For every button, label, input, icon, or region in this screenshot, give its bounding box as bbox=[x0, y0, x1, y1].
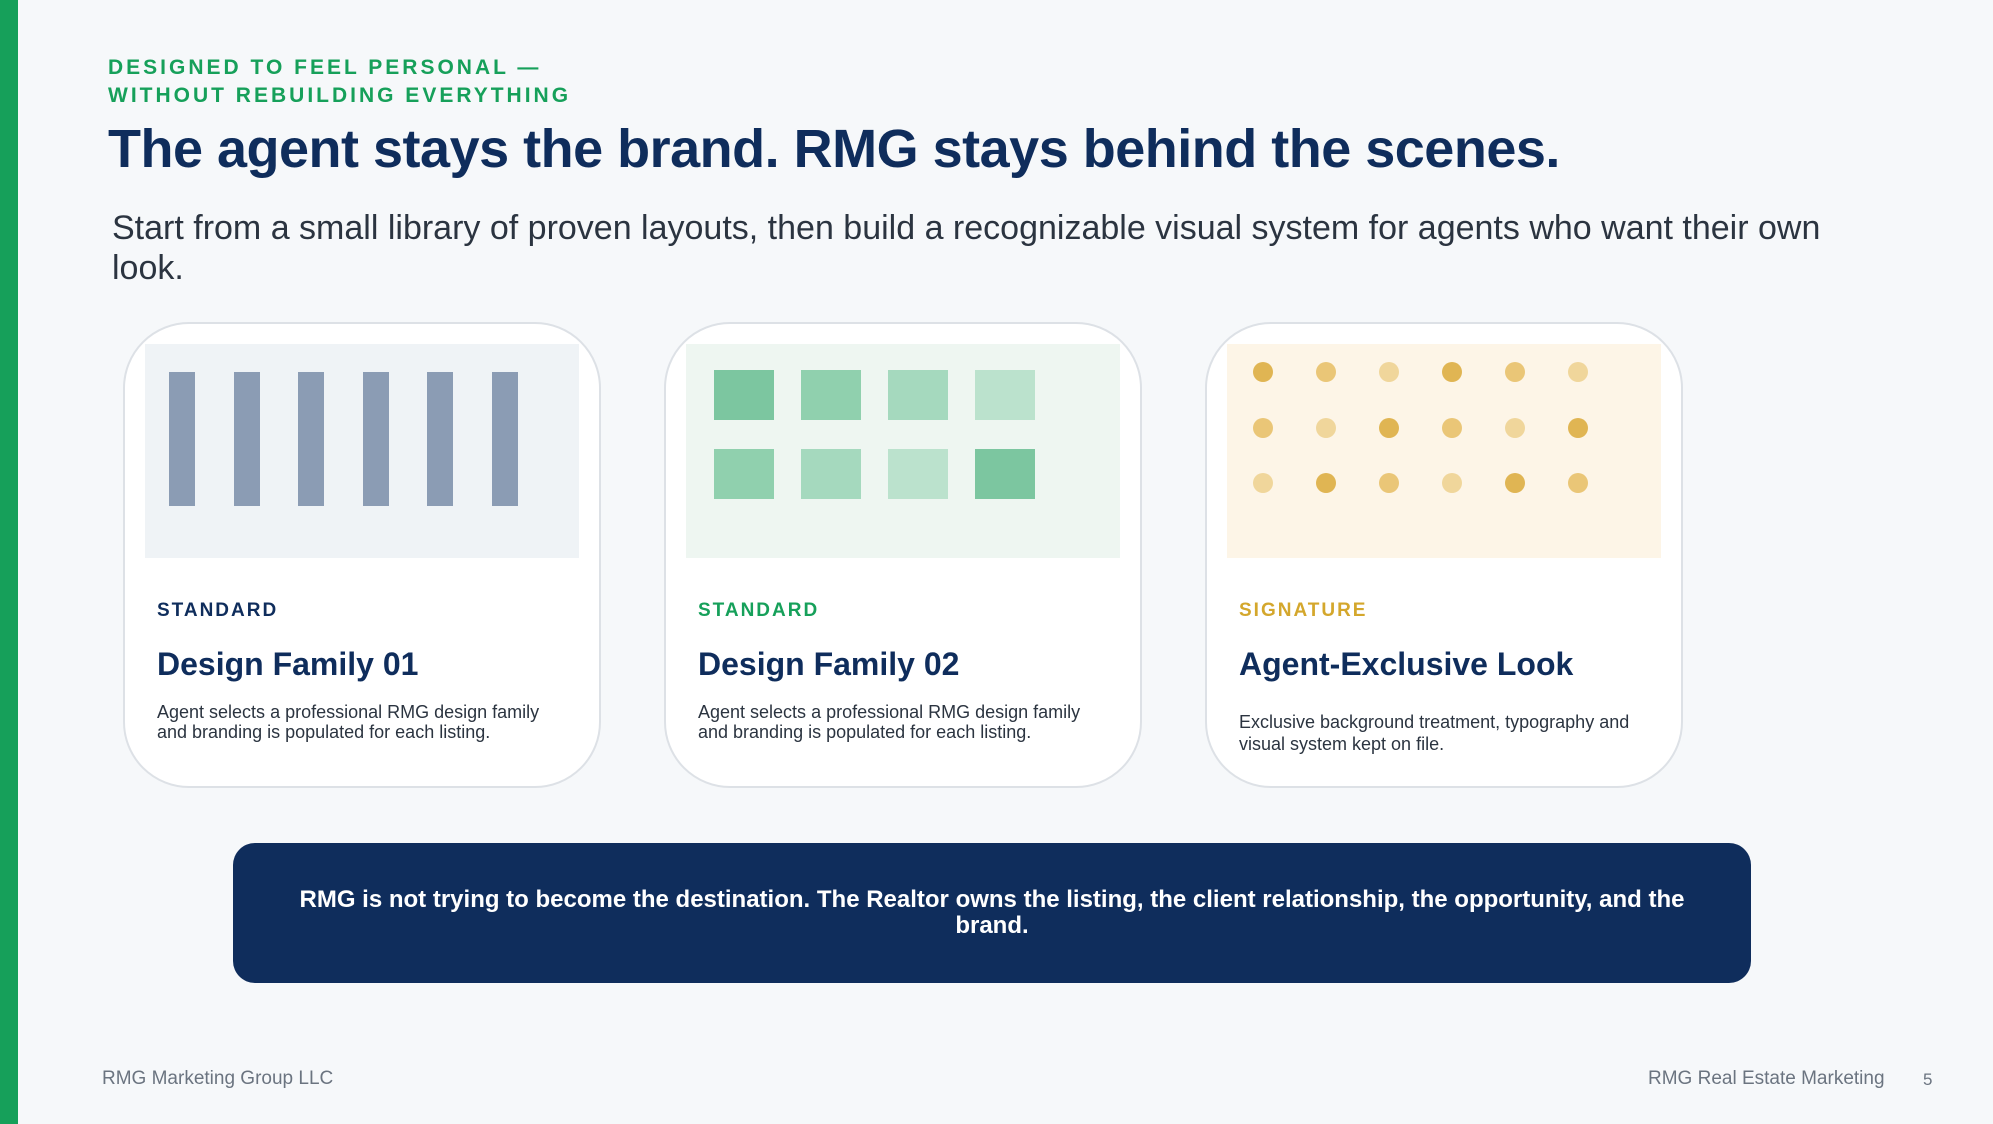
illustration-tile bbox=[888, 449, 948, 499]
illustration-dot bbox=[1379, 362, 1399, 382]
illustration-tile bbox=[801, 370, 861, 420]
illustration-dot bbox=[1379, 418, 1399, 438]
illustration-tile bbox=[714, 449, 774, 499]
illustration-dot bbox=[1442, 473, 1462, 493]
card-tag: STANDARD bbox=[157, 600, 279, 621]
card-title: Design Family 01 bbox=[157, 646, 419, 682]
illustration-dot bbox=[1253, 473, 1273, 493]
illustration-dot bbox=[1568, 418, 1588, 438]
card-title: Design Family 02 bbox=[698, 646, 960, 682]
illustration-dot bbox=[1442, 362, 1462, 382]
illustration-tile bbox=[714, 370, 774, 420]
eyebrow-line-2: WITHOUT REBUILDING EVERYTHING bbox=[108, 84, 572, 107]
card-description: Agent selects a professional RMG design … bbox=[698, 702, 1081, 742]
illustration-tile bbox=[888, 370, 948, 420]
card-agent-exclusive-look: SIGNATURE Agent-Exclusive Look Exclusive… bbox=[1205, 322, 1683, 788]
illustration-bar bbox=[492, 372, 518, 506]
illustration-dot bbox=[1505, 418, 1525, 438]
illustration-dot bbox=[1253, 418, 1273, 438]
illustration-bar bbox=[169, 372, 195, 506]
illustration-bar bbox=[427, 372, 453, 506]
illustration-dot bbox=[1442, 418, 1462, 438]
page-title: The agent stays the brand. RMG stays beh… bbox=[108, 119, 1560, 179]
illustration-bar bbox=[363, 372, 389, 506]
dots-illustration bbox=[1227, 344, 1661, 558]
illustration-dot bbox=[1505, 473, 1525, 493]
illustration-dot bbox=[1316, 473, 1336, 493]
footer-company: RMG Marketing Group LLC bbox=[102, 1068, 334, 1089]
callout-text: RMG is not trying to become the destinat… bbox=[299, 886, 1685, 939]
callout-banner: RMG is not trying to become the destinat… bbox=[233, 843, 1751, 983]
footer-brand: RMG Real Estate Marketing bbox=[1648, 1068, 1885, 1089]
card-design-family-01: STANDARD Design Family 01 Agent selects … bbox=[123, 322, 601, 788]
eyebrow: DESIGNED TO FEEL PERSONAL — WITHOUT REBU… bbox=[108, 54, 571, 110]
illustration-bar bbox=[298, 372, 324, 506]
card-description: Agent selects a professional RMG design … bbox=[157, 702, 540, 742]
eyebrow-line-1: DESIGNED TO FEEL PERSONAL — bbox=[108, 56, 542, 79]
illustration-dot bbox=[1568, 473, 1588, 493]
illustration-dot bbox=[1568, 362, 1588, 382]
page-number: 5 bbox=[1923, 1070, 1933, 1089]
card-tag: SIGNATURE bbox=[1239, 600, 1368, 621]
illustration-tile bbox=[975, 449, 1035, 499]
card-tag: STANDARD bbox=[698, 600, 820, 621]
illustration-dot bbox=[1253, 362, 1273, 382]
illustration-dot bbox=[1316, 418, 1336, 438]
illustration-tile bbox=[801, 449, 861, 499]
card-title: Agent-Exclusive Look bbox=[1239, 646, 1574, 682]
grid-illustration bbox=[686, 344, 1120, 558]
illustration-bar bbox=[234, 372, 260, 506]
illustration-dot bbox=[1505, 362, 1525, 382]
accent-bar bbox=[0, 0, 18, 1124]
card-description: Exclusive background treatment, typograp… bbox=[1239, 712, 1630, 754]
bars-illustration bbox=[145, 344, 579, 558]
illustration-tile bbox=[975, 370, 1035, 420]
illustration-dot bbox=[1316, 362, 1336, 382]
page-subtitle: Start from a small library of proven lay… bbox=[112, 209, 1821, 287]
card-design-family-02: STANDARD Design Family 02 Agent selects … bbox=[664, 322, 1142, 788]
illustration-dot bbox=[1379, 473, 1399, 493]
